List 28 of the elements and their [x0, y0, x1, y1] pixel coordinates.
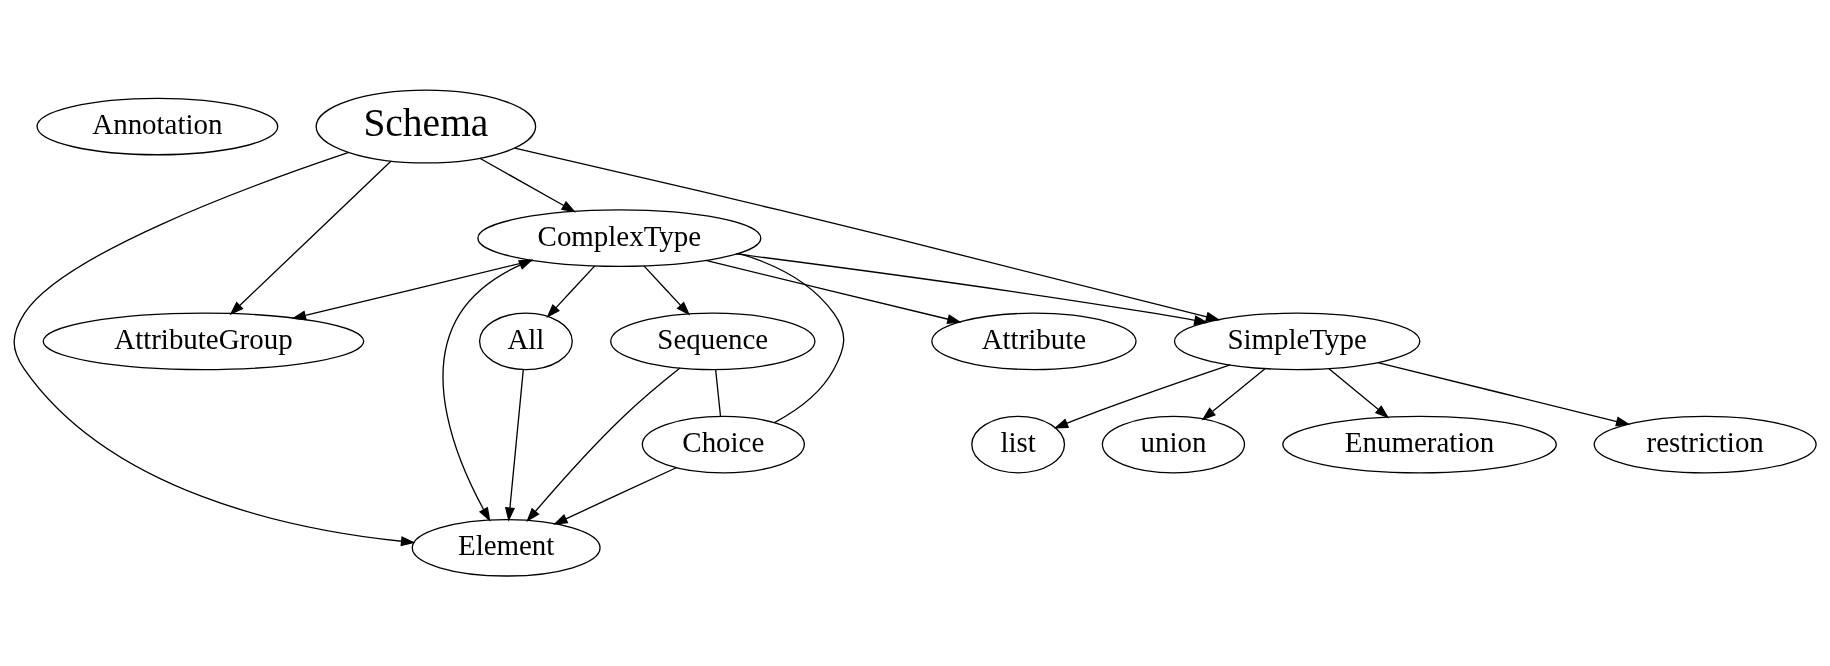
- arrow: [291, 259, 534, 321]
- node-ellipse: Annotation: [36, 97, 279, 156]
- arrow: [1053, 364, 1231, 429]
- arrow: [514, 147, 1221, 322]
- arrow: [1377, 361, 1631, 427]
- arrow: [735, 253, 1209, 326]
- arrow: [546, 265, 596, 318]
- arrow: [1328, 367, 1390, 419]
- node-ellipse: Sequence: [610, 312, 816, 371]
- arrow: [229, 160, 392, 316]
- node-ellipse: All: [478, 312, 573, 371]
- arrow: [479, 157, 576, 213]
- arrow: [705, 259, 962, 325]
- arrow: [1201, 367, 1266, 421]
- arrow: [526, 367, 681, 523]
- arrow: [442, 259, 534, 522]
- node-ellipse: union: [1101, 415, 1246, 474]
- node-ellipse: Schema: [315, 89, 537, 164]
- arrow: [504, 368, 524, 522]
- arrow: [643, 265, 691, 316]
- node-ellipse: list: [971, 415, 1066, 474]
- node-ellipse: Choice: [641, 415, 805, 474]
- arrow: [553, 466, 678, 525]
- connector: [714, 368, 722, 418]
- node-ellipse: Element: [411, 518, 601, 577]
- node-ellipse: Enumeration: [1282, 415, 1557, 474]
- connector: [737, 252, 845, 424]
- arrow: [13, 151, 416, 547]
